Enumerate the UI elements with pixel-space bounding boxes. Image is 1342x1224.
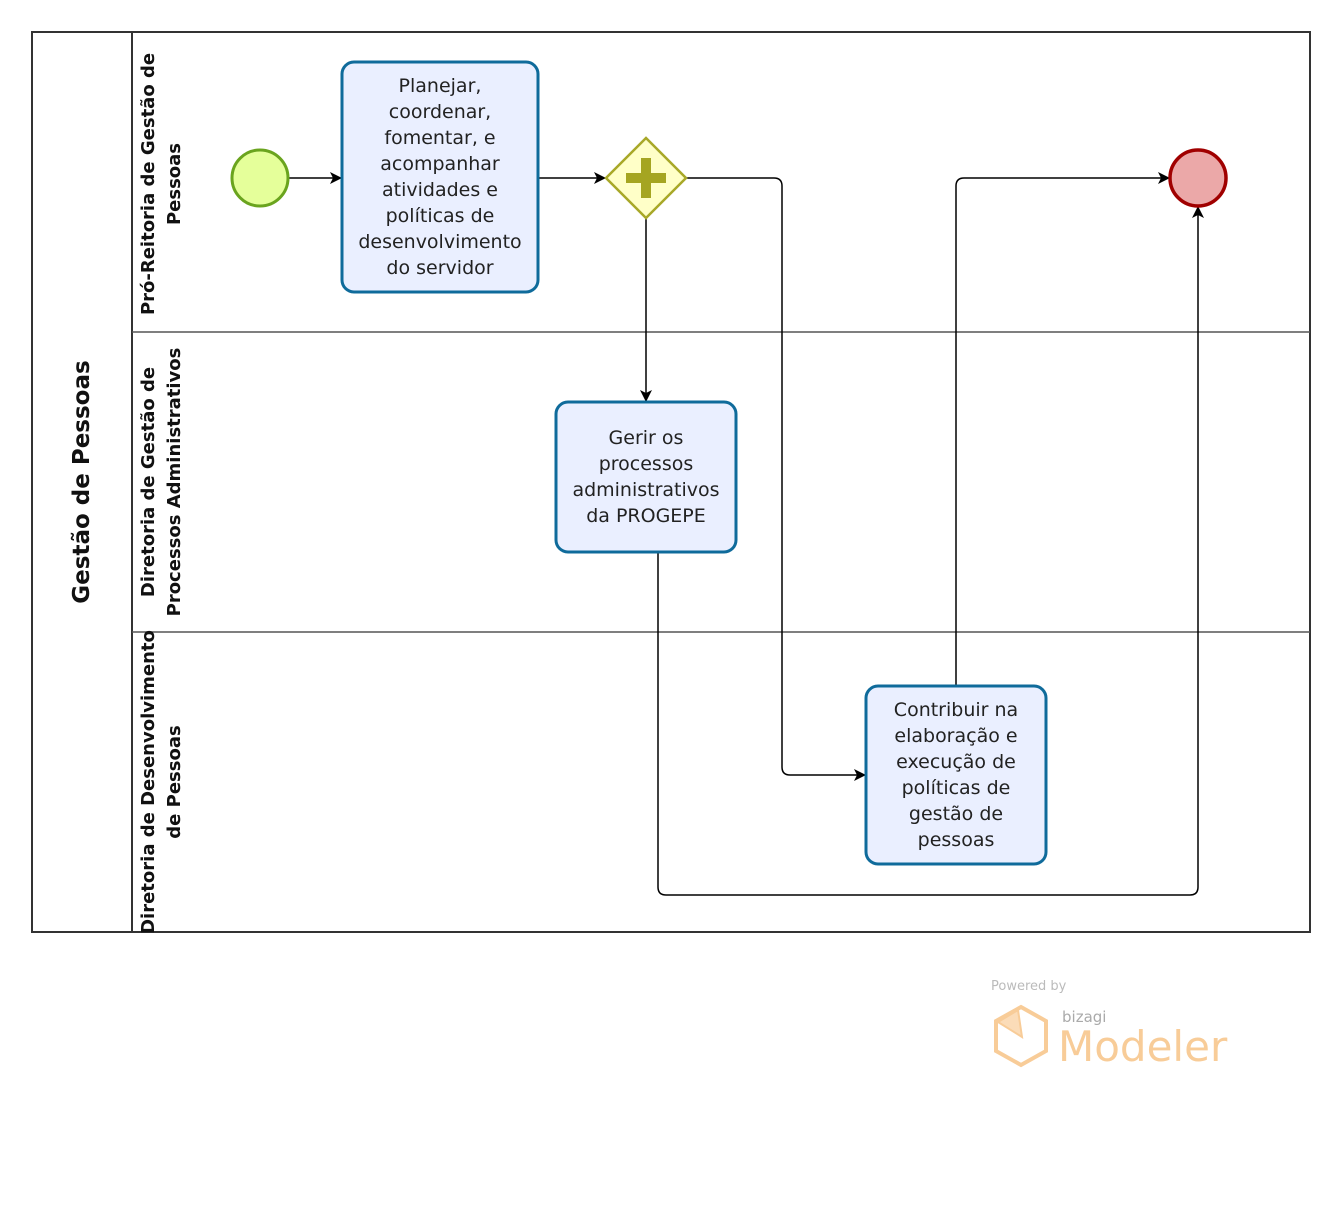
lane-label-line: Diretoria de Desenvolvimento xyxy=(138,630,159,934)
flow-task3-to-end[interactable] xyxy=(955,172,1170,685)
task-gerir-label: Gerir os processos administrativos da PR… xyxy=(572,427,720,527)
start-event[interactable] xyxy=(230,148,290,208)
parallel-gateway[interactable] xyxy=(604,136,688,220)
lane-label-line: Processos Administrativos xyxy=(164,347,185,617)
lane-label-progepe: Pró-Reitoria de Gestão de Pessoas xyxy=(136,53,188,315)
lane-label-line: Pró-Reitoria de Gestão de xyxy=(138,52,159,316)
bizagi-text: bizagi xyxy=(1062,1008,1107,1026)
end-event[interactable] xyxy=(1168,148,1228,208)
flow-gateway-to-task3[interactable] xyxy=(686,177,866,781)
task-planejar-label: Planejar, coordenar, fomentar, e acompan… xyxy=(358,75,522,279)
bizagi-cube-icon xyxy=(994,1004,1048,1068)
flow-task2-to-end[interactable] xyxy=(657,206,1204,896)
task-contribuir-label: Contribuir na elaboração e execução de p… xyxy=(893,699,1019,851)
lane-label-desenvolvimento: Diretoria de Desenvolvimento de Pessoas xyxy=(136,630,188,934)
modeler-text: Modeler xyxy=(1058,1022,1228,1071)
lane-label-line: Diretoria de Gestão de xyxy=(138,366,159,598)
lane-label-line: de Pessoas xyxy=(164,725,185,839)
lane-label-line: Pessoas xyxy=(164,142,185,226)
task-contribuir[interactable] xyxy=(864,684,1048,866)
task-planejar[interactable] xyxy=(340,60,540,294)
pool-title: Gestão de Pessoas xyxy=(69,360,95,604)
lane-label-processos: Diretoria de Gestão de Processos Adminis… xyxy=(136,348,188,617)
task-gerir[interactable] xyxy=(554,400,738,554)
powered-by-text: Powered by xyxy=(991,979,1067,994)
